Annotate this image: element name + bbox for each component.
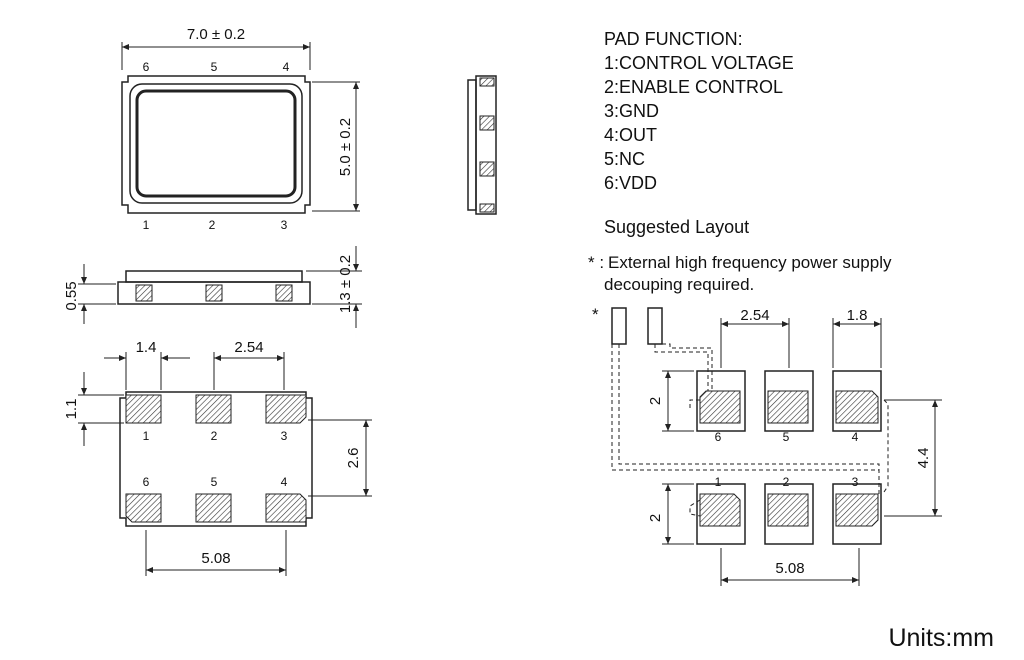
bottom-view-pin-label: 2 [211,429,218,443]
bottom-view-pin-label: 4 [281,475,288,489]
bottom-view-pad [265,493,307,523]
layout-pad [767,390,809,424]
layout-pad-outline [832,483,882,545]
layout-pin-label: 3 [852,475,859,489]
top-view-pin-label: 2 [209,218,216,232]
layout-note-line1: External high frequency power supply [608,253,892,272]
bottom-view-pin-label: 1 [143,429,150,443]
top-view-pin-label: 3 [281,218,288,232]
top-view-pin-label: 5 [211,60,218,74]
layout-pin-label: 5 [783,430,790,444]
bottom-view: 1 2 3 6 5 4 1.4 2.54 1.1 2.6 [63,339,372,576]
layout-note-mark: * : [588,253,604,272]
pad-function-item: 1:CONTROL VOLTAGE [604,53,794,73]
layout-pitch-dim: 2.54 [740,307,769,324]
layout-pin-label: 2 [783,475,790,489]
pad-function-title: PAD FUNCTION: [604,29,743,49]
bottom-view-pitch-dim: 2.54 [234,339,263,356]
front-view-total-height-dim: 1.3 ± 0.2 [337,255,354,313]
bottom-view-pad-height-dim: 1.1 [63,399,80,420]
decoupling-capacitor [647,307,663,345]
bottom-view-pad [125,493,162,523]
top-view-pin-label: 1 [143,218,150,232]
pad-function-list: PAD FUNCTION: 1:CONTROL VOLTAGE 2:ENABLE… [588,29,892,294]
bottom-view-pad-width-dim: 1.4 [136,339,157,356]
layout-note-line2: decouping required. [604,275,754,294]
layout-pad-height-top-dim: 2 [647,397,664,405]
layout-pad [835,390,879,424]
top-view: 7.0 ± 0.2 5.0 ± 0.2 6 5 4 1 2 3 [121,26,360,232]
layout-pad [767,493,809,527]
layout-star-mark: * [592,305,599,324]
pad-function-item: 4:OUT [604,125,657,145]
bottom-view-row-spacing-dim: 2.6 [345,448,362,469]
front-view-pad-height-dim: 0.55 [63,281,80,310]
layout-pin-label: 4 [852,430,859,444]
top-view-pin-label: 6 [143,60,150,74]
bottom-view-pad [195,394,232,424]
layout-pad [699,390,741,424]
layout-pad [699,493,741,527]
side-view [467,75,497,215]
bottom-view-pad [265,394,307,424]
layout-span-dim: 5.08 [775,560,804,577]
units-label: Units:mm [888,624,994,652]
top-view-height-dim: 5.0 ± 0.2 [337,118,354,176]
layout-pad-outline [764,370,814,432]
bottom-view-pad [195,493,232,523]
layout-pin-label: 1 [715,475,722,489]
bottom-view-pin-label: 3 [281,429,288,443]
layout-pad-width-dim: 1.8 [847,307,868,324]
bottom-view-pin-label: 5 [211,475,218,489]
layout-pad-outline [696,483,746,545]
decoupling-capacitor [611,307,627,345]
layout-pad-outline [764,483,814,545]
front-view: 0.55 1.3 ± 0.2 [63,246,362,328]
pad-function-item: 2:ENABLE CONTROL [604,77,783,97]
layout-pin-label: 6 [715,430,722,444]
layout-pad-outline [696,370,746,432]
bottom-view-pin-label: 6 [143,475,150,489]
layout-row-span-dim: 4.4 [915,448,932,469]
layout-pad-outline [832,370,882,432]
bottom-view-span-dim: 5.08 [201,550,230,567]
layout-pad [835,493,879,527]
suggested-layout-title: Suggested Layout [604,217,749,237]
suggested-layout: * 6 5 4 1 2 3 2.54 [592,305,942,586]
pad-function-item: 3:GND [604,101,659,121]
pad-function-item: 6:VDD [604,173,657,193]
layout-pad-height-bottom-dim: 2 [647,514,664,522]
top-view-pin-label: 4 [283,60,290,74]
bottom-view-pad [125,394,162,424]
top-view-width-dim: 7.0 ± 0.2 [187,26,245,43]
pad-function-item: 5:NC [604,149,645,169]
